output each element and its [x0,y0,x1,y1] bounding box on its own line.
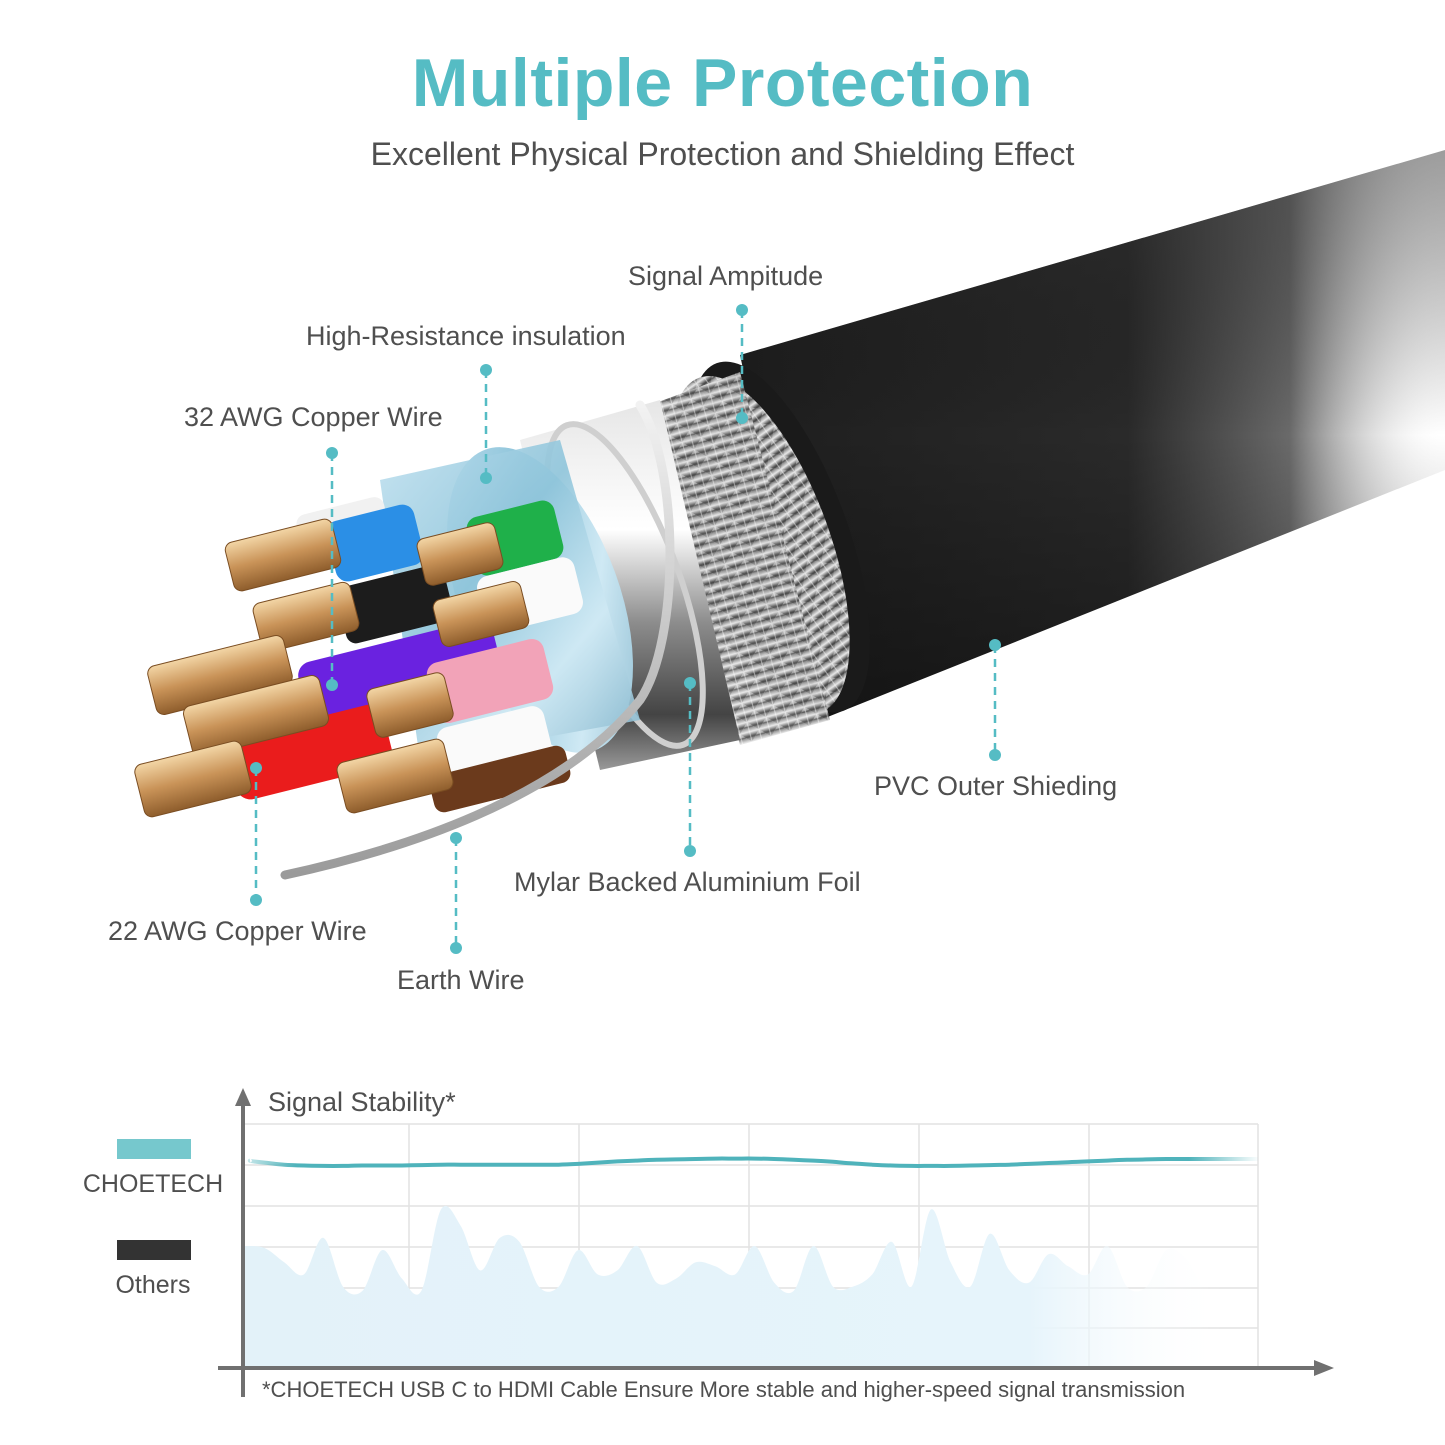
callout-32awg-copper-wire: 32 AWG Copper Wire [184,402,443,432]
signal-amplitude-dot [736,304,748,316]
callout-earth-wire: Earth Wire [397,965,525,995]
page-title: Multiple Protection [411,45,1034,121]
callout-lines [254,310,997,948]
high-resistance-insulation-dot [480,364,492,376]
signal-stability-chart [218,1088,1334,1397]
legend-swatch-choetech [117,1139,191,1159]
legend-label-choetech: CHOETECH [82,1170,224,1198]
earth-wire-dot [450,832,462,844]
others-area-fill [245,1205,1225,1368]
callout-22awg-copper-wire: 22 AWG Copper Wire [108,916,367,946]
copper-strands [134,518,530,818]
callout-high-resistance-insulation: High-Resistance insulation [306,321,626,351]
chart-axes [218,1088,1334,1397]
callout-dots [250,304,1001,954]
callout-mylar-backed-aluminium-foil: Mylar Backed Aluminium Foil [514,867,861,897]
cable-cross-section-illustration [134,150,1445,954]
mylar-foil-dot [684,677,696,689]
22awg-copper-wire-dot [250,762,262,774]
choetech-series-line [247,1156,1258,1168]
legend-label-others: Others [115,1271,191,1299]
callout-pvc-outer-shielding: PVC Outer Shieding [874,771,1118,801]
chart-footnote: *CHOETECH USB C to HDMI Cable Ensure Mor… [262,1377,1186,1402]
callout-signal-amplitude: Signal Ampitude [628,261,824,291]
chart-title: Signal Stability* [268,1087,456,1117]
legend-swatch-others [117,1240,191,1260]
page-subtitle: Excellent Physical Protection and Shield… [370,136,1075,172]
32awg-copper-wire-dot [326,447,338,459]
pvc-outer-shielding-dot [989,639,1001,651]
others-series-line [244,1204,1227,1297]
